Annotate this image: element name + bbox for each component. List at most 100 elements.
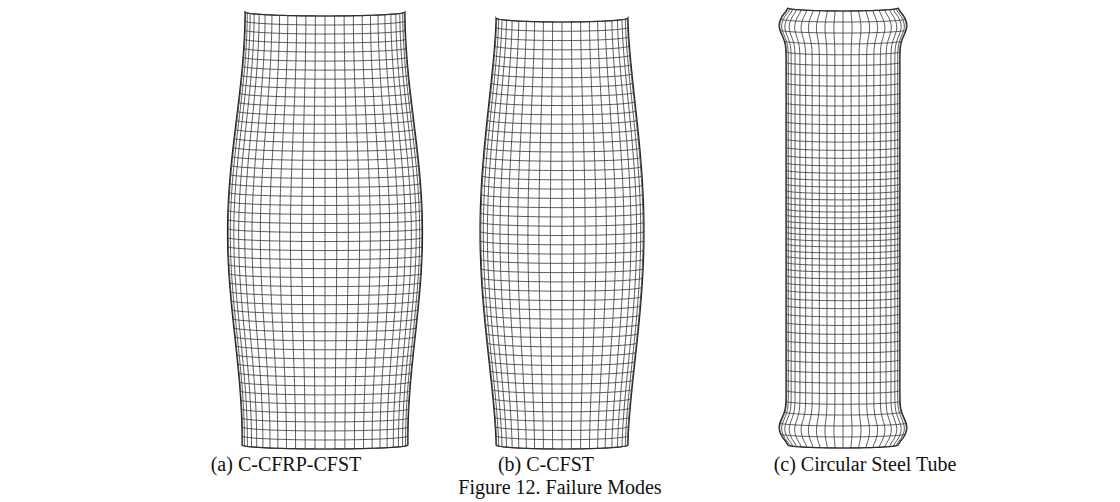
mesh-line [786,73,900,76]
mesh-line [492,74,632,78]
mesh-line [786,139,900,142]
mesh-line [239,93,410,97]
mesh-line [238,102,411,106]
mesh-line [491,83,633,87]
mesh-line [786,244,900,247]
mesh-line [228,201,421,205]
mesh-line [230,292,420,296]
mesh-line [483,296,642,300]
mesh-line [786,283,900,286]
mesh-line [244,48,407,52]
mesh-line [784,41,901,44]
mesh-line [487,343,637,347]
mesh-line [786,170,900,173]
mesh-line [242,418,409,422]
mesh-line [245,12,405,16]
mesh-line [786,391,900,394]
mesh-line [231,165,419,169]
mesh-line [233,319,417,323]
mesh-line [238,364,413,368]
mesh-line [786,103,900,106]
mesh-line [236,346,415,350]
mesh-line [786,276,900,279]
mesh-line [786,112,900,115]
mesh-line [485,139,639,143]
mesh-line [786,177,900,180]
mesh-line [483,157,640,161]
subfigure-label: (c) Circular Steel Tube [774,452,957,476]
mesh-line [480,232,644,236]
mesh-line [781,19,906,22]
mesh-line [242,66,407,70]
mesh-line [786,147,900,150]
mesh-line [236,120,414,124]
mesh-line [482,176,642,180]
mesh-line [495,46,630,50]
mesh-line [480,241,644,245]
mesh-line [486,129,638,133]
mesh-line [788,8,898,11]
mesh-line [786,197,900,200]
subfigure-label: (b) C-CFST [498,452,594,476]
mesh-line [480,259,643,263]
mesh-line [232,156,418,160]
mesh-line [786,122,900,125]
mesh-line [228,229,423,233]
mesh-line [786,52,900,55]
mesh-line [492,389,632,393]
mesh-line [228,12,245,445]
mesh-line [496,18,628,22]
mesh-line [786,131,900,134]
mesh-line [481,269,643,273]
mesh-line [786,191,900,194]
mesh-line [490,92,634,96]
mesh-line [240,391,410,395]
mesh-line [245,21,405,25]
mesh-line [228,247,423,251]
mesh-line [494,408,630,412]
mesh-line [496,436,629,440]
mesh-line [487,120,637,124]
tube-outline [480,18,644,449]
mesh-line [229,274,421,278]
subfigure-label: (a) C-CFRP-CFST [211,452,362,476]
mesh-line [786,227,900,230]
mesh-line [243,57,407,61]
mesh-line [480,250,644,254]
mesh-line [788,445,898,448]
mesh-line [480,204,643,208]
mesh-line [786,370,900,373]
mesh-line [495,426,629,430]
cfrp-cfst-mesh [227,12,422,449]
mesh-line [786,256,900,259]
mesh-line [242,427,408,431]
mesh-line [490,371,634,375]
mesh-line [239,373,412,377]
mesh-line [480,222,644,226]
mesh-line [235,337,416,341]
mesh-line [494,55,630,59]
mesh-line [239,382,410,386]
mesh-line [237,355,414,359]
mesh-line [483,167,642,171]
mesh-line [229,183,420,187]
mesh-line [786,314,900,317]
mesh-line [786,269,900,272]
mesh-line [485,324,639,328]
mesh-line [229,192,421,196]
mesh-line [482,287,642,291]
mesh-line [232,310,418,314]
mesh-line [241,84,410,88]
mesh-line [493,64,631,68]
mesh-line [245,30,406,34]
mesh-line [241,409,409,413]
mesh-line [786,62,900,65]
mesh-line [786,360,900,363]
mesh-line [786,215,900,218]
mesh-line [780,423,906,426]
mesh-line [786,322,900,325]
mesh-line [786,380,900,383]
mesh-line [786,306,900,309]
mesh-line [486,334,638,338]
